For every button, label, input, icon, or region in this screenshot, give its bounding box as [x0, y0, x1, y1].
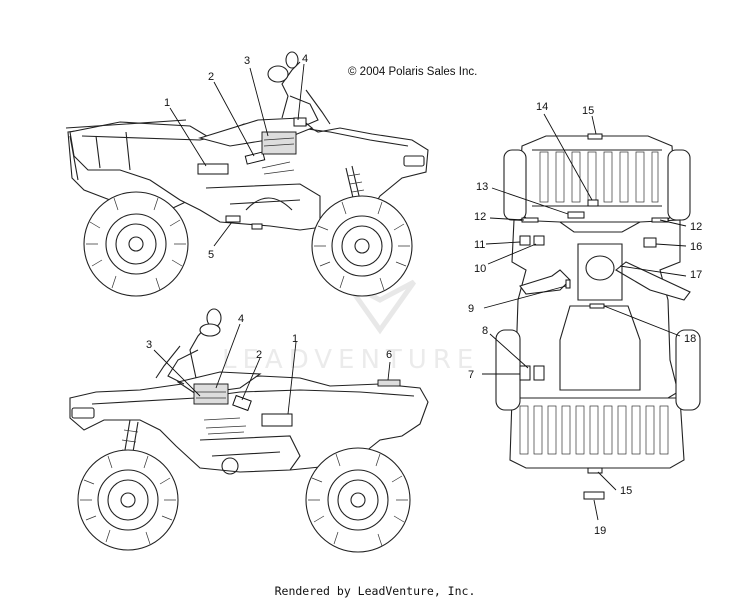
callout-12-top-left: 12	[474, 211, 486, 223]
callout-13-top: 13	[476, 181, 488, 193]
callout-15-top-front: 15	[582, 105, 594, 117]
copyright-notice: © 2004 Polaris Sales Inc.	[348, 66, 478, 78]
callout-12-top-right: 12	[690, 221, 702, 233]
decal-14-top	[587, 199, 599, 207]
callout-5-right: 5	[208, 249, 214, 261]
callout-4-left: 4	[238, 313, 244, 325]
decal-10-top	[533, 235, 545, 246]
decal-13-top	[567, 211, 585, 219]
decal-3-left	[193, 383, 229, 405]
callout-11-top: 11	[474, 239, 485, 251]
callout-19-top: 19	[594, 525, 606, 537]
decal-1-right	[197, 163, 229, 175]
callout-10-top: 10	[474, 263, 486, 275]
callout-1-left: 1	[292, 333, 298, 345]
front-wheel-right	[311, 195, 413, 297]
decal-7-top	[519, 365, 531, 381]
decal-15-top-rear	[587, 467, 603, 474]
callout-16-top: 16	[690, 241, 702, 253]
decal-18-top	[589, 303, 605, 309]
decal-8-top	[533, 365, 545, 381]
decal-5-right	[225, 215, 241, 223]
atv-top-view: 14 15 13 12 12 11 10 16 17 9 18 8 7 15 1…	[468, 101, 702, 537]
callout-7-top: 7	[468, 369, 474, 381]
callout-3-left: 3	[146, 339, 152, 351]
decal-1-left	[261, 413, 293, 427]
decal-6-left	[377, 379, 401, 387]
callout-14-top: 14	[536, 101, 548, 113]
callout-4-right: 4	[302, 53, 308, 65]
rear-wheel-left	[305, 447, 411, 553]
leadventure-watermark-logo: LEADVENTURE	[222, 279, 479, 375]
decal-15-top-front	[587, 133, 603, 140]
decal-12-top-left	[521, 217, 539, 223]
decal-2-right	[244, 151, 266, 165]
decal-19-top	[583, 491, 605, 500]
callout-2-left: 2	[256, 349, 262, 361]
decal-9-top	[565, 279, 571, 289]
callout-8-top: 8	[482, 325, 488, 337]
callout-17-top: 17	[690, 269, 702, 281]
callout-2-right: 2	[208, 71, 214, 83]
decal-16-top	[643, 237, 657, 248]
callout-18-top: 18	[684, 333, 696, 345]
decal-3-right	[261, 131, 297, 155]
callout-3-right: 3	[244, 55, 250, 67]
decal-2-left	[232, 394, 252, 412]
callout-1-right: 1	[164, 97, 170, 109]
rendered-by-footer: Rendered by LeadVenture, Inc.	[274, 584, 476, 598]
atv-left-side-view: 3 4 2 1 6	[69, 308, 429, 553]
decal-4-right	[293, 117, 307, 127]
callout-6-left: 6	[386, 349, 392, 361]
atv-right-side-view: 1 2 3 4 5	[65, 51, 429, 297]
callout-9-top: 9	[468, 303, 474, 315]
decal-11-top	[519, 235, 531, 246]
rear-wheel-right	[83, 191, 189, 297]
callout-15-top-rear: 15	[620, 485, 632, 497]
watermark-text: LEADVENTURE	[222, 345, 479, 375]
front-wheel-left	[77, 449, 179, 551]
